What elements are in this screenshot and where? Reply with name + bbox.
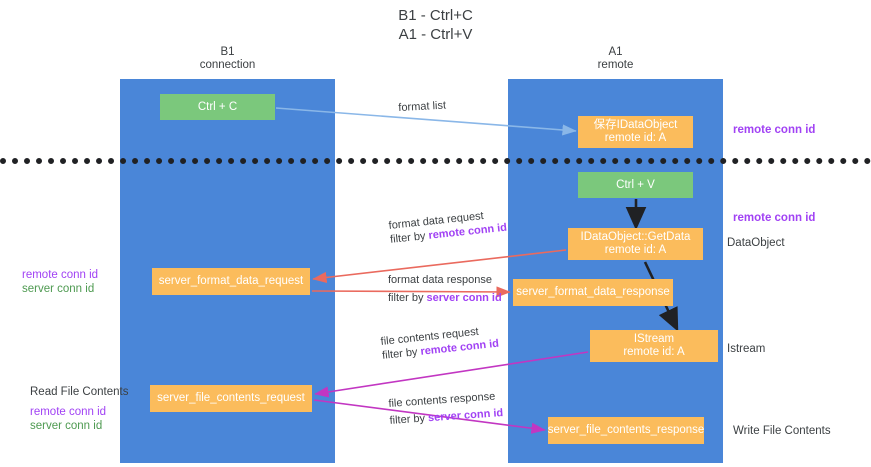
- box-idataobject-line2: remote id: A: [604, 132, 667, 144]
- box-ctrl-v-label: Ctrl + V: [616, 178, 655, 191]
- page-title: B1 - Ctrl+C A1 - Ctrl+V: [0, 6, 871, 44]
- annotation-dataobject: DataObject: [727, 237, 785, 249]
- annotation-left-server-conn-id-bottom: server conn id: [30, 420, 103, 432]
- box-ctrl-c-label: Ctrl + C: [197, 100, 238, 113]
- column-header-b1: B1 connection: [155, 46, 300, 72]
- box-istream[interactable]: IStream remote id: A: [590, 330, 718, 362]
- box-ctrl-v[interactable]: Ctrl + V: [578, 172, 693, 198]
- box-server-file-contents-response-label: server_file_contents_response: [547, 424, 705, 436]
- box-server-file-contents-request-label: server_file_contents_request: [157, 392, 305, 404]
- phase-separator: [0, 158, 871, 164]
- annotation-write-file-contents: Write File Contents: [733, 425, 831, 437]
- annotation-left-remote-conn-id-bottom: remote conn id: [30, 406, 107, 418]
- annotation-left-conn-ids-mid: remote conn id server conn id: [22, 268, 98, 296]
- edge-label-file-contents-response-filter-key: server conn id: [427, 407, 504, 425]
- box-server-format-data-response-label: server_format_data_response: [516, 286, 670, 298]
- edge-label-format-data-response-filter-prefix: filter by: [388, 292, 427, 304]
- box-idataobject-line1: 保存IDataObject: [593, 119, 678, 131]
- edge-label-file-contents-response: file contents response filter by server …: [388, 389, 504, 428]
- box-server-file-contents-request[interactable]: server_file_contents_request: [150, 385, 312, 412]
- column-header-a1: A1 remote: [543, 46, 688, 72]
- title-line-2: A1 - Ctrl+V: [398, 26, 473, 43]
- annotation-istream: Istream: [727, 343, 766, 355]
- box-istream-line1: IStream: [633, 333, 675, 345]
- edge-label-file-contents-request-filter-prefix: filter by: [381, 345, 422, 362]
- annotation-left-server-conn-id-mid: server conn id: [22, 283, 95, 295]
- edge-label-format-list-text: format list: [398, 99, 447, 114]
- box-server-format-data-request[interactable]: server_format_data_request: [152, 268, 310, 295]
- annotation-remote-conn-id-mid: remote conn id: [733, 212, 816, 224]
- edge-label-format-data-response: format data response filter by server co…: [388, 273, 502, 305]
- box-idataobject[interactable]: 保存IDataObject remote id: A: [578, 116, 693, 148]
- box-server-format-data-response[interactable]: server_format_data_response: [513, 279, 673, 306]
- box-server-format-data-request-label: server_format_data_request: [158, 275, 304, 287]
- annotation-left-remote-conn-id-mid: remote conn id: [22, 269, 99, 281]
- box-ctrl-c[interactable]: Ctrl + C: [160, 94, 275, 120]
- annotation-read-file-contents: Read File Contents: [30, 386, 129, 398]
- box-idataobject-getdata[interactable]: IDataObject::GetData remote id: A: [568, 228, 703, 260]
- edge-label-file-contents-request: file contents request filter by remote c…: [380, 323, 500, 363]
- edge-label-format-data-request-filter-prefix: filter by: [389, 229, 430, 246]
- box-getdata-line2: remote id: A: [604, 244, 667, 256]
- column-header-a1-sub: remote: [597, 59, 634, 71]
- box-server-file-contents-response[interactable]: server_file_contents_response: [548, 417, 704, 444]
- annotation-left-bottom-group: Read File Contents remote conn id server…: [30, 385, 128, 433]
- column-header-b1-sub: connection: [199, 59, 256, 71]
- box-istream-line2: remote id: A: [623, 346, 685, 358]
- edge-label-format-data-response-filter-key: server conn id: [426, 292, 502, 304]
- column-header-a1-name: A1: [608, 46, 623, 58]
- box-getdata-line1: IDataObject::GetData: [580, 231, 691, 243]
- edge-label-file-contents-response-filter-prefix: filter by: [389, 412, 429, 427]
- edge-label-format-data-request: format data request filter by remote con…: [388, 207, 508, 247]
- edge-label-format-data-response-text: format data response: [388, 274, 492, 286]
- title-line-1: B1 - Ctrl+C: [398, 7, 473, 24]
- annotation-remote-conn-id-top: remote conn id: [733, 124, 816, 136]
- edge-label-format-list: format list: [398, 99, 446, 115]
- column-header-b1-name: B1: [220, 46, 235, 58]
